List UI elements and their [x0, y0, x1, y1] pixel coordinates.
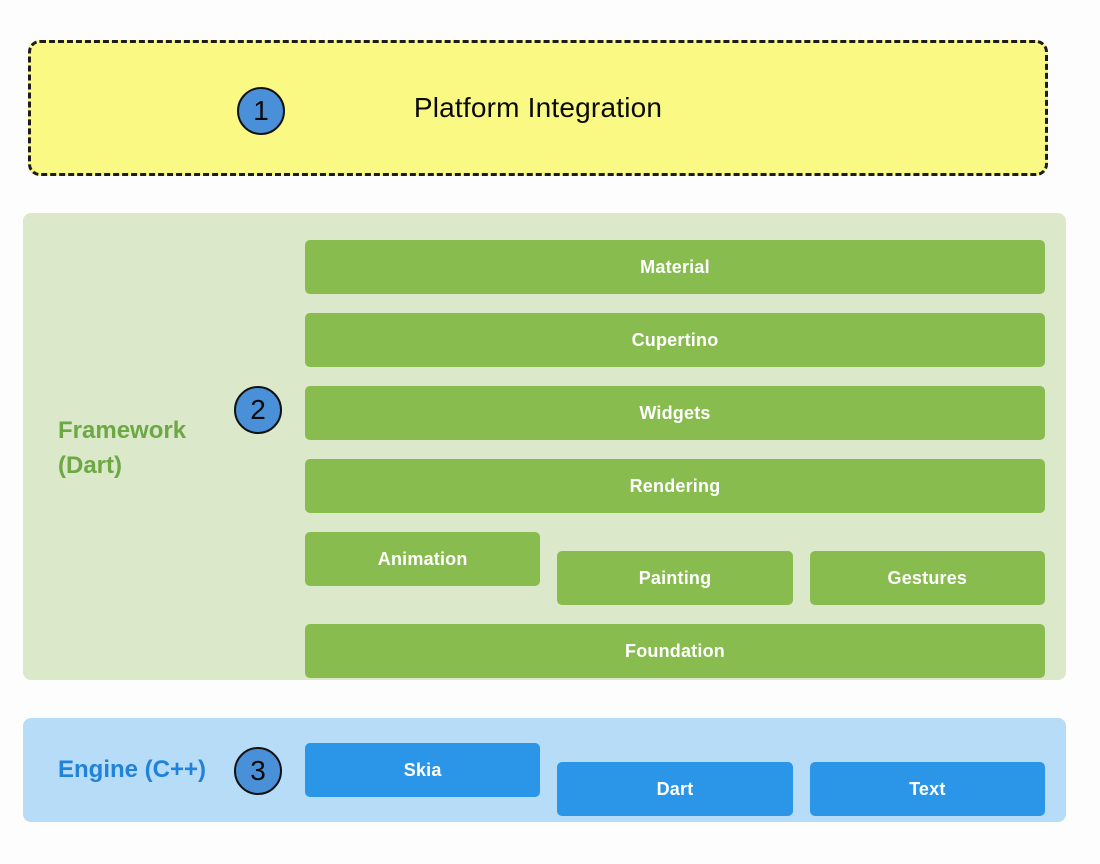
platform-integration-layer: 1 Platform Integration	[28, 40, 1048, 176]
layer-bar-gestures: Gestures	[809, 551, 1045, 605]
step-badge-3-number: 3	[250, 755, 266, 786]
framework-label-line2: (Dart)	[58, 452, 122, 479]
layer-bar-material: Material	[305, 240, 1045, 294]
framework-split-row: Animation Painting Gestures	[305, 532, 1045, 605]
step-badge-3: 3	[234, 747, 282, 795]
layer-bar-painting: Painting	[557, 551, 793, 605]
layer-bar-skia: Skia	[305, 743, 541, 797]
framework-label-line1: Framework	[58, 417, 187, 444]
framework-label: Framework (Dart)	[58, 413, 186, 483]
layer-bar-text: Text	[809, 762, 1045, 816]
layer-bar-animation: Animation	[305, 532, 541, 586]
step-badge-1: 1	[237, 87, 285, 135]
step-badge-1-number: 1	[253, 95, 269, 126]
framework-bars: Material Cupertino Widgets Rendering Ani…	[305, 240, 1045, 678]
engine-bars: Skia Dart Text	[305, 743, 1045, 816]
engine-layer: Engine (C++) 3 Skia Dart Text	[23, 718, 1066, 822]
layer-bar-rendering: Rendering	[305, 459, 1045, 513]
platform-integration-label: Platform Integration	[413, 92, 663, 123]
layer-bar-widgets: Widgets	[305, 386, 1045, 440]
framework-layer: Framework (Dart) 2 Material Cupertino Wi…	[23, 213, 1066, 680]
step-badge-2-number: 2	[250, 394, 266, 425]
layer-bar-cupertino: Cupertino	[305, 313, 1045, 367]
engine-label: Engine (C++)	[58, 756, 207, 783]
layer-bar-foundation: Foundation	[305, 624, 1045, 678]
step-badge-2: 2	[234, 386, 282, 434]
layer-bar-dart: Dart	[557, 762, 793, 816]
